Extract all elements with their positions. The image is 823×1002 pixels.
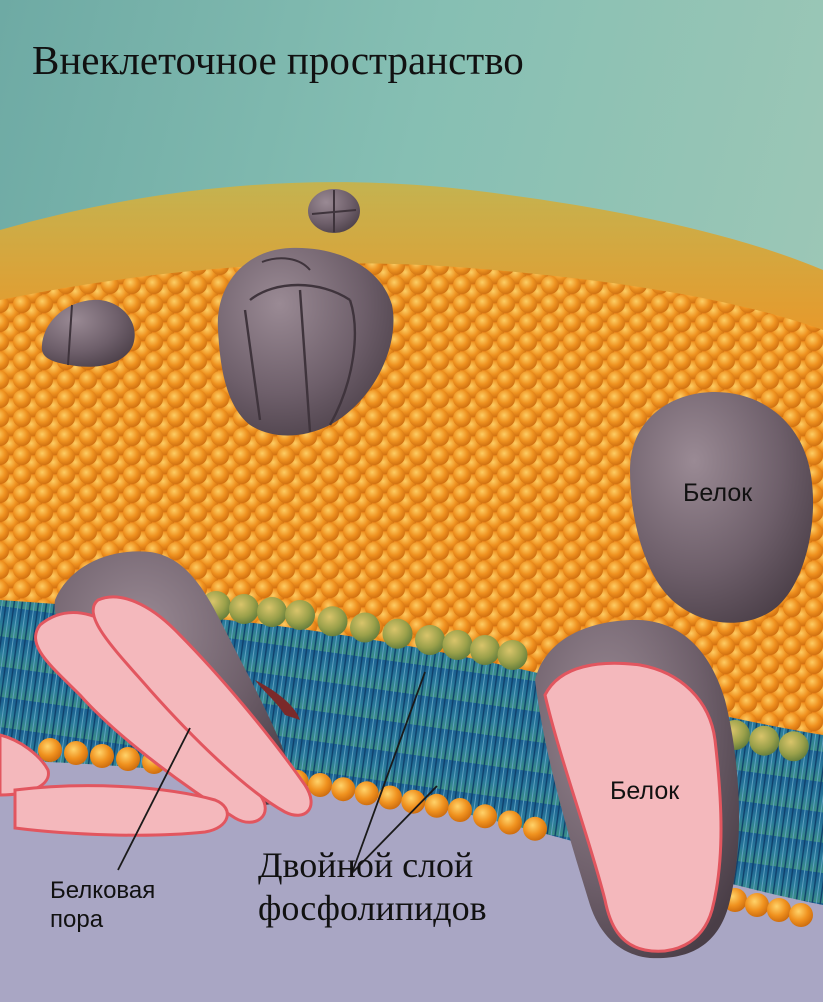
phospholipid-head: [350, 613, 380, 643]
phospholipid-head: [749, 726, 779, 756]
phospholipid-head: [308, 773, 332, 797]
protein-label-lower: Белок: [610, 776, 679, 806]
phospholipid-head: [789, 903, 813, 927]
phospholipid-head: [767, 898, 791, 922]
phospholipid-head: [383, 619, 413, 649]
phospholipid-head: [355, 781, 379, 805]
phospholipid-head: [443, 630, 473, 660]
bilayer-label: Двойной слой фосфолипидов: [258, 844, 487, 930]
phospholipid-head: [745, 893, 769, 917]
bilayer-label-line2: фосфолипидов: [258, 887, 487, 930]
phospholipid-head: [498, 811, 522, 835]
protein-pore-label-line2: пора: [50, 905, 155, 934]
phospholipid-head: [38, 738, 62, 762]
phospholipid-head: [318, 606, 348, 636]
phospholipid-head: [331, 777, 355, 801]
protein-pore-label: Белковая пора: [50, 876, 155, 934]
phospholipid-head: [473, 804, 497, 828]
phospholipid-head: [415, 625, 445, 655]
phospholipid-head: [90, 744, 114, 768]
phospholipid-head: [425, 794, 449, 818]
protein-small-top: [308, 189, 360, 233]
phospholipid-head: [779, 731, 809, 761]
protein-pore-label-line1: Белковая: [50, 876, 155, 905]
phospholipid-head: [116, 747, 140, 771]
phospholipid-head: [229, 594, 259, 624]
phospholipid-head: [523, 817, 547, 841]
phospholipid-head: [257, 597, 287, 627]
phospholipid-head: [64, 741, 88, 765]
phospholipid-head: [285, 600, 315, 630]
phospholipid-head: [470, 635, 500, 665]
protein-label-upper: Белок: [683, 478, 752, 508]
phospholipid-head: [448, 798, 472, 822]
bilayer-label-line1: Двойной слой: [258, 844, 487, 887]
extracellular-space-label: Внеклеточное пространство: [32, 36, 524, 84]
phospholipid-head: [498, 640, 528, 670]
